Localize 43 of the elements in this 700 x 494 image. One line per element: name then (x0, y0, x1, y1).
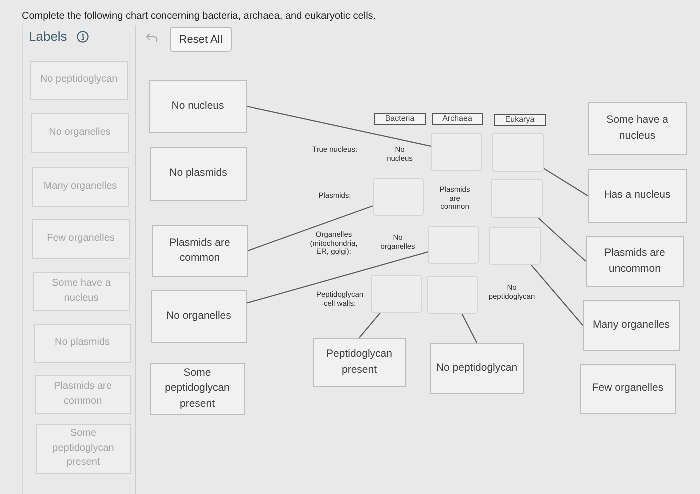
connector-line (538, 218, 586, 262)
column-header: Eukarya (494, 114, 546, 126)
drop-zone (373, 178, 424, 216)
label-card: Some have a nucleus (588, 102, 687, 155)
reset-button: Reset All (170, 27, 232, 52)
panel-heading: Labels (29, 29, 68, 44)
label-tile: No peptidoglycan (30, 61, 128, 100)
drop-zone (431, 133, 482, 171)
label-card: Many organelles (583, 300, 680, 351)
column-header: Bacteria (374, 113, 426, 125)
label-card: Few organelles (580, 364, 676, 414)
labels-panel (22, 25, 136, 494)
drop-zone (371, 275, 422, 313)
connector-line (246, 106, 432, 147)
connector-line (248, 206, 374, 252)
label-tile: Some have a nucleus (33, 272, 130, 311)
connector-line (462, 314, 478, 344)
drop-zone (489, 227, 541, 265)
label-card: Peptidoglycan present (313, 338, 406, 387)
label-tile: Some peptidoglycan present (36, 424, 131, 474)
label-card: No nucleus (149, 80, 247, 133)
label-card: Has a nucleus (588, 169, 687, 223)
label-tile: Few organelles (32, 219, 130, 259)
instruction-text: Complete the following chart concerning bacteria, archaea, and eukaryotic cells. (22, 11, 376, 22)
label-tile: No plasmids (34, 324, 131, 363)
connector-line (530, 264, 584, 326)
connector-line (246, 252, 428, 304)
column-header: Archaea (432, 113, 483, 125)
label-card: Plasmids are uncommon (586, 236, 684, 287)
drop-zone (491, 179, 543, 218)
label-card: No plasmids (150, 147, 247, 201)
drop-zone (428, 226, 479, 264)
label-card: Plasmids are common (152, 225, 248, 277)
connector-line (544, 168, 588, 196)
connector-line (359, 312, 381, 338)
label-tile: Plasmids are common (35, 375, 131, 414)
drop-zone (427, 276, 478, 314)
label-card: No peptidoglycan (430, 343, 524, 394)
drop-zone (492, 133, 544, 172)
label-tile: Many organelles (32, 167, 129, 207)
label-tile: No organelles (31, 113, 129, 153)
label-card: No organelles (151, 290, 247, 343)
label-card: Some peptidoglycan present (150, 363, 245, 415)
